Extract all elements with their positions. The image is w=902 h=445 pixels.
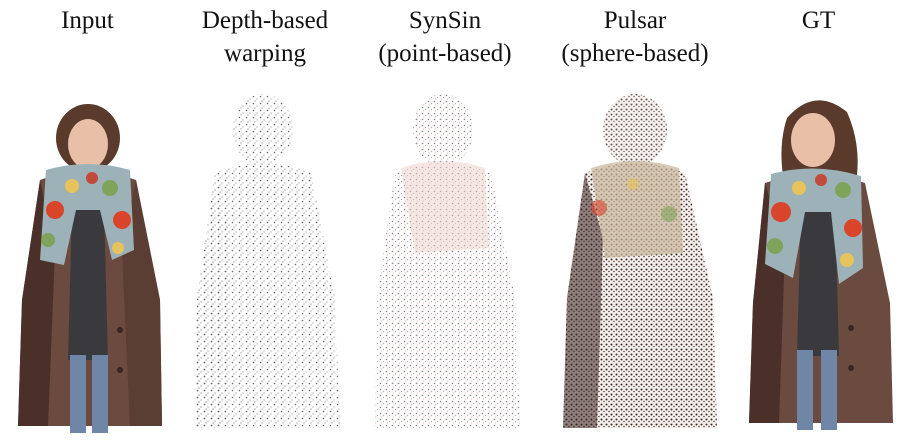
label-line: GT	[801, 7, 836, 34]
gt-image-panel	[735, 88, 902, 438]
label-line: Input	[61, 7, 114, 34]
column-label-pulsar: Pulsar (sphere-based)	[535, 4, 735, 70]
label-line: Depth-based	[201, 7, 329, 34]
column-pulsar: Pulsar (sphere-based)	[535, 0, 735, 445]
depth-warping-render	[195, 94, 340, 428]
label-line: warping	[224, 40, 306, 67]
column-input: Input	[0, 0, 175, 445]
label-line: SynSin	[408, 7, 482, 34]
column-label-depth-warping: Depth-based warping	[175, 4, 355, 70]
column-synsin: SynSin (point-based)	[355, 0, 535, 445]
synsin-image-panel	[355, 88, 535, 438]
column-label-input: Input	[0, 4, 175, 37]
column-gt: GT	[735, 0, 902, 445]
label-line: (sphere-based)	[561, 40, 709, 67]
synsin-render	[375, 94, 520, 428]
column-label-synsin: SynSin (point-based)	[355, 4, 535, 70]
depth-warping-image-panel	[175, 88, 355, 438]
person-gt-image	[749, 100, 893, 430]
person-input-image	[18, 104, 162, 433]
label-line: Pulsar	[603, 7, 667, 34]
label-line: (point-based)	[378, 40, 512, 67]
column-label-gt: GT	[735, 4, 902, 37]
column-depth-warping: Depth-based warping	[175, 0, 355, 445]
pulsar-image-panel	[535, 88, 735, 438]
input-image-panel	[0, 100, 175, 438]
pulsar-render	[563, 94, 717, 428]
